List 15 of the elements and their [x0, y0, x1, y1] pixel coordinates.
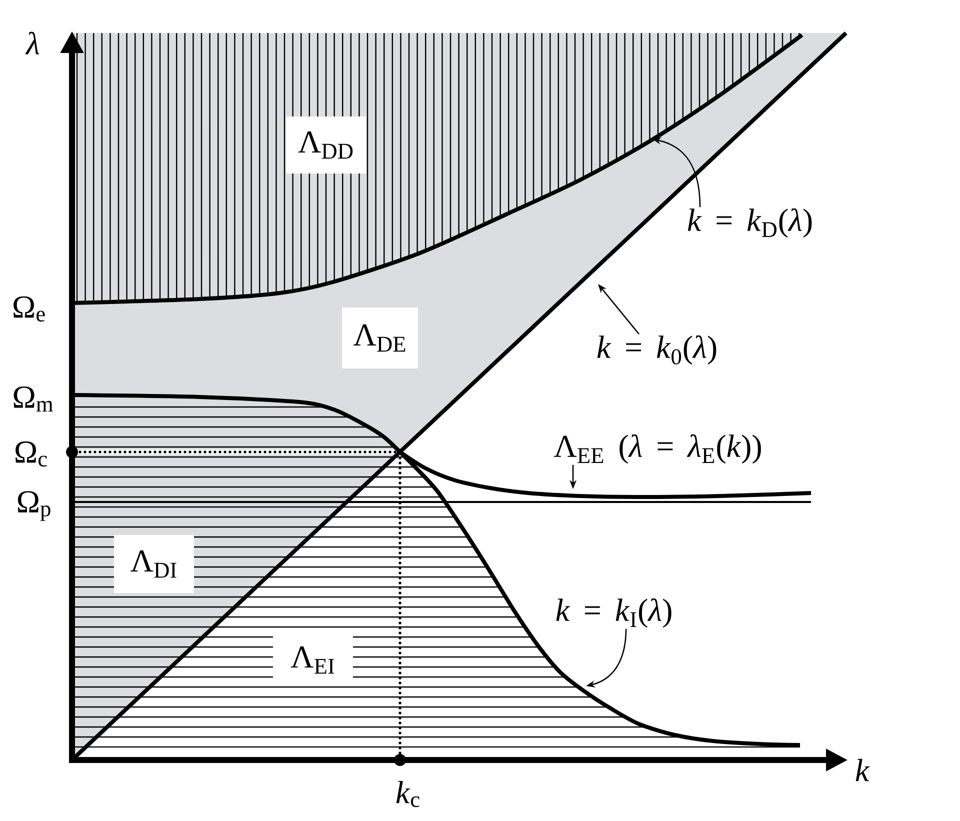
curve-label: k = k$_{D}$(λ)	[688, 208, 812, 238]
tick-label: Ω$_{c}$	[16, 441, 47, 467]
axis-label: λ	[25, 32, 40, 54]
tick-label: Ω$_{m}$	[14, 386, 53, 412]
tick-label: Ω$_{p}$	[18, 491, 50, 521]
region-label: Λ$_{DE}$	[342, 308, 418, 368]
tick-label: k$_{c}$	[396, 780, 420, 808]
curve-label: k = k$_{I}$(λ)	[556, 598, 672, 628]
curve-label: Λ$_{EE}$ (λ = λ$_{E}$(k))	[554, 434, 761, 464]
tick-label: Ω$_{e}$	[14, 296, 45, 322]
region-label: Λ$_{DD}$	[286, 116, 366, 174]
region-label: Λ$_{DI}$	[114, 535, 194, 593]
region-label: Λ$_{EI}$	[273, 634, 353, 686]
axis-label: k	[856, 758, 870, 782]
curve-label: k = k$_{0}$(λ)	[597, 335, 716, 365]
